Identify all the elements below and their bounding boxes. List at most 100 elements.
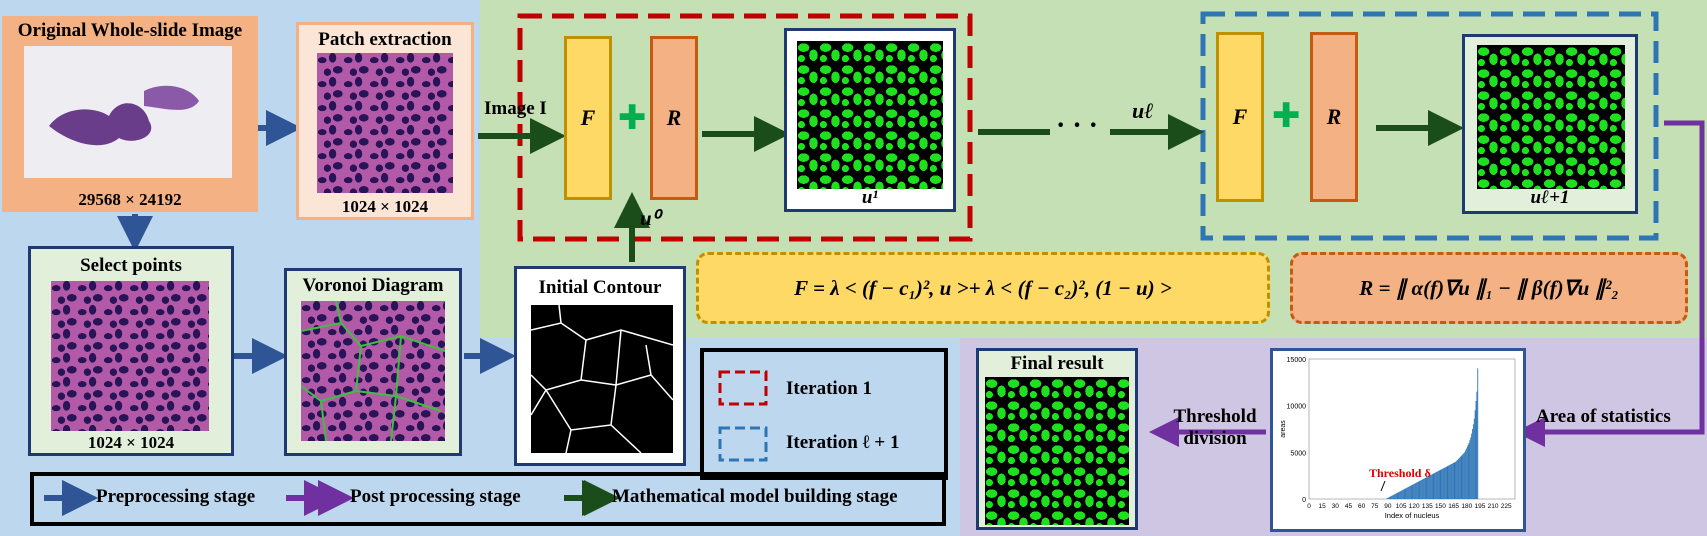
arrow-to-area-stats (1515, 120, 1705, 447)
chart-bar (1401, 490, 1403, 499)
chart-bar (1425, 477, 1427, 499)
chart-xtick-label: 0 (1307, 503, 1311, 510)
chart-bar (1399, 491, 1401, 499)
chart-bar (1464, 452, 1466, 499)
chart-bar (1400, 491, 1402, 499)
chart-bar (1432, 473, 1434, 499)
chart-bar (1387, 498, 1388, 499)
chart-bar (1457, 459, 1459, 499)
chart-bar (1393, 494, 1395, 499)
r-block-2: R (1310, 32, 1358, 202)
chart-xtick-label: 45 (1345, 503, 1353, 510)
chart-bar (1429, 475, 1431, 499)
chart-bar (1440, 469, 1442, 499)
chart-bar (1441, 469, 1443, 499)
chart-bar (1394, 493, 1396, 499)
chart-bar (1474, 410, 1476, 499)
chart-bar (1406, 487, 1408, 499)
ul-label: uℓ (1132, 98, 1154, 123)
chart-ytick-label: 10000 (1287, 404, 1307, 411)
chart-bar (1434, 472, 1436, 499)
chart-bar (1443, 468, 1444, 499)
chart-ylabel: areas (1280, 420, 1287, 438)
voronoi-title: Voronoi Diagram (302, 275, 444, 296)
legend-iterl-label: Iteration ℓ + 1 (786, 432, 900, 453)
patch-title: Patch extraction (318, 29, 452, 50)
chart-xtick-label: 165 (1448, 503, 1459, 510)
select-image (51, 281, 209, 431)
wsi-size: 29568 × 24192 (78, 190, 182, 209)
voronoi-image (300, 300, 446, 442)
chart-xlabel: Index of nucleus (1385, 511, 1440, 520)
chart-bar (1408, 486, 1410, 499)
chart-bar (1438, 470, 1440, 499)
chart-bar (1450, 464, 1452, 499)
ul1-label: uℓ+1 (1530, 187, 1570, 208)
chart-bar (1436, 471, 1438, 499)
chart-bar (1394, 494, 1395, 499)
chart-xtick-label: 180 (1461, 503, 1472, 510)
chart-annotation-pointer (1380, 480, 1386, 492)
f-block-2-label: F (1232, 104, 1248, 129)
chart-bar (1418, 481, 1420, 499)
chart-bar (1470, 437, 1472, 499)
chart-bar (1459, 457, 1461, 499)
legend-pre-label: Preprocessing stage (96, 486, 256, 507)
chart-bar (1445, 466, 1447, 499)
wsi-panel: Original Whole-slide Image 29568 × 24192 (2, 16, 258, 212)
chart-bar (1421, 479, 1423, 499)
chart-ytick-label: 0 (1302, 497, 1306, 504)
select-title: Select points (80, 255, 182, 276)
chart-bar (1436, 471, 1437, 499)
chart-bar (1456, 460, 1458, 499)
chart-bar (1419, 480, 1421, 499)
chart-bar (1468, 443, 1470, 499)
plus-icon-1: ✚ (618, 98, 647, 138)
chart-annotation: Threshold δ (1369, 466, 1431, 480)
chart-bar (1422, 478, 1424, 499)
chart-bar (1389, 496, 1391, 499)
ul1-panel: uℓ+1 (1462, 34, 1638, 214)
chart-bar (1446, 466, 1448, 499)
chart-bar (1403, 489, 1405, 499)
chart-bar (1404, 488, 1406, 499)
chart-bar (1397, 492, 1399, 499)
threshold-line1: Threshold (1173, 406, 1257, 427)
chart-bar (1444, 467, 1446, 499)
chart-bar (1471, 433, 1473, 499)
chart-bar (1451, 464, 1452, 499)
f-block-1: F (564, 36, 612, 200)
chart-bar (1430, 474, 1432, 499)
r-block-1: R (650, 36, 698, 200)
iteration-l1-frame (1200, 11, 1659, 241)
final-panel: Final result (976, 348, 1138, 530)
wsi-thumbnail (24, 46, 232, 178)
chart-xtick-label: 210 (1488, 503, 1499, 510)
f-formula: F = λ < (f − c₁)², u >+ λ < (f − c₂)², (… (696, 252, 1270, 324)
chart-xtick-label: 225 (1501, 503, 1512, 510)
chart-bar (1424, 478, 1426, 499)
chart-bar (1411, 485, 1413, 499)
patch-size: 1024 × 1024 (341, 197, 429, 216)
f-block-1-label: F (580, 105, 596, 130)
chart-xtick-label: 15 (1319, 503, 1327, 510)
chart-bar (1448, 465, 1450, 499)
chart-bar (1417, 481, 1419, 499)
chart-bar (1395, 493, 1397, 499)
chart-bar (1437, 471, 1439, 499)
u1-mask (797, 41, 943, 189)
chart-xtick-label: 30 (1332, 503, 1340, 510)
chart-bar (1433, 473, 1435, 499)
chart-bar (1477, 368, 1479, 499)
r-block-1-label: R (666, 105, 682, 130)
chart-bar (1452, 463, 1454, 499)
final-mask (985, 377, 1129, 525)
chart-bar (1398, 492, 1400, 499)
chart-bar (1454, 462, 1456, 499)
chart-bar (1423, 478, 1425, 499)
r-block-2-label: R (1326, 104, 1342, 129)
chart-bar (1439, 470, 1441, 499)
voronoi-panel: Voronoi Diagram (284, 268, 462, 456)
